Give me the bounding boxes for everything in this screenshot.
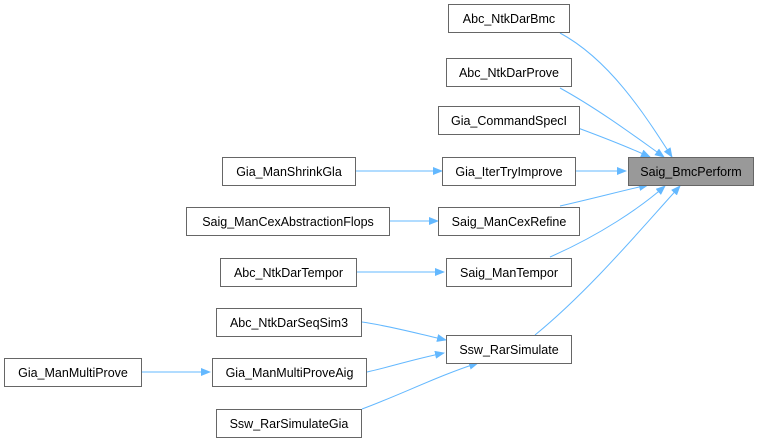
- edge-saig-mantempor-to-root: [549, 185, 666, 258]
- node-gia-itertryimprove[interactable]: Gia_IterTryImprove: [442, 157, 576, 186]
- node-saig-mantempor[interactable]: Saig_ManTempor: [446, 258, 572, 287]
- edge-abc-ntkdarbmc-to-root: [559, 32, 673, 158]
- node-abc-ntkdarprove[interactable]: Abc_NtkDarProve: [446, 58, 572, 87]
- node-gia-commandspeci[interactable]: Gia_CommandSpecI: [438, 106, 580, 135]
- edge-gia-commandspeci-to-root: [577, 127, 651, 158]
- node-ssw-rarsimulategia[interactable]: Ssw_RarSimulateGia: [216, 409, 362, 438]
- node-gia-manmultiprove[interactable]: Gia_ManMultiProve: [4, 358, 142, 387]
- edge-gia-manmultiproveaig-to-ssw-rarsimulate: [366, 350, 445, 373]
- edge-ssw-rarsimulategia-to-ssw-rarsimulate: [361, 361, 479, 410]
- edge-abc-ntkdarprove-to-root: [559, 87, 665, 158]
- node-abc-ntkdarseqsim3[interactable]: Abc_NtkDarSeqSim3: [216, 308, 362, 337]
- node-ssw-rarsimulate[interactable]: Ssw_RarSimulate: [446, 335, 572, 364]
- edge-ssw-rarsimulate-to-root: [534, 185, 681, 336]
- node-saig-mancexrefine[interactable]: Saig_ManCexRefine: [438, 207, 580, 236]
- node-saig-bmcperform: Saig_BmcPerform: [628, 157, 754, 186]
- node-abc-ntkdartempor[interactable]: Abc_NtkDarTempor: [220, 258, 357, 287]
- edge-saig-mancexrefine-to-root: [559, 183, 649, 207]
- edge-abc-ntkdarseqsim3-to-ssw-rarsimulate: [361, 321, 447, 342]
- node-gia-manmultiproveaig[interactable]: Gia_ManMultiProveAig: [212, 358, 367, 387]
- node-abc-ntkdarbmc[interactable]: Abc_NtkDarBmc: [448, 4, 570, 33]
- node-saig-mancexabstractionflops[interactable]: Saig_ManCexAbstractionFlops: [186, 207, 390, 236]
- node-gia-manshrinkgla[interactable]: Gia_ManShrinkGla: [222, 157, 356, 186]
